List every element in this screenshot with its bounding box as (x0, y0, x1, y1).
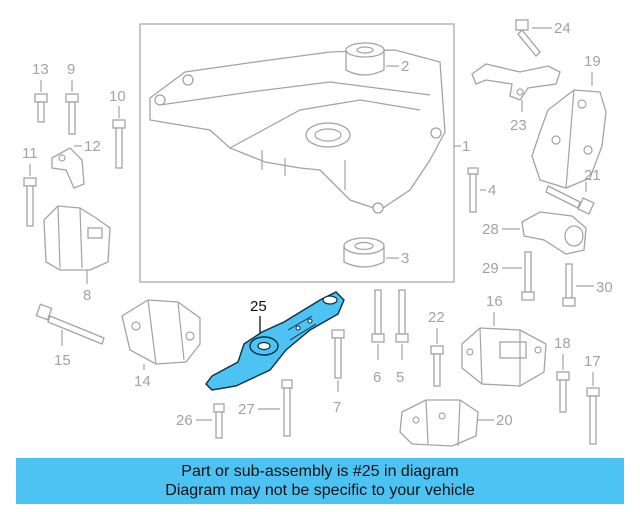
part-2-bushing[interactable] (345, 42, 385, 76)
part-1-subframe[interactable] (149, 49, 446, 214)
banner-line-1: Part or sub-assembly is #25 in diagram (181, 463, 459, 480)
callout-16: 16 (486, 293, 503, 310)
part-19-engine-bracket[interactable] (531, 89, 607, 189)
part-26-bolt[interactable] (213, 403, 225, 439)
callout-18: 18 (554, 335, 571, 352)
subframe-group-box (139, 23, 455, 283)
part-30-bolt[interactable] (562, 263, 576, 307)
part-18-bolt[interactable] (556, 371, 570, 413)
callout-25: 25 (250, 298, 267, 315)
callout-10: 10 (109, 88, 126, 105)
part-4-bolt[interactable] (467, 167, 479, 213)
part-9-bolt[interactable] (65, 93, 79, 135)
callout-13: 13 (32, 61, 49, 78)
callout-5: 5 (396, 369, 404, 386)
part-20-mount-bracket[interactable] (399, 399, 479, 447)
callout-20: 20 (496, 412, 513, 429)
callout-2: 2 (401, 58, 409, 75)
part-27-bolt[interactable] (281, 379, 293, 437)
callout-3: 3 (401, 250, 409, 267)
callout-12: 12 (84, 138, 101, 155)
callout-29: 29 (482, 260, 499, 277)
info-banner: Part or sub-assembly is #25 in diagram D… (16, 458, 624, 504)
callout-9: 9 (67, 61, 75, 78)
callout-22: 22 (428, 309, 445, 326)
part-5-bolt[interactable] (395, 289, 409, 343)
callout-21: 21 (584, 167, 601, 184)
callout-23: 23 (510, 117, 527, 134)
part-16-transmission-mount[interactable] (461, 327, 547, 387)
callout-4: 4 (488, 182, 496, 199)
part-21-bolt[interactable] (545, 185, 595, 215)
part-29-bolt[interactable] (521, 251, 535, 301)
part-23-link-arm[interactable] (471, 63, 561, 101)
callout-14: 14 (134, 373, 151, 390)
part-11-bolt[interactable] (23, 177, 37, 227)
part-15-long-bolt[interactable] (35, 303, 105, 345)
part-6-bolt[interactable] (371, 289, 385, 343)
part-22-bolt[interactable] (430, 345, 444, 387)
part-25-torque-rod[interactable] (205, 291, 345, 391)
part-17-bolt[interactable] (586, 387, 600, 445)
callout-11: 11 (22, 145, 38, 162)
callout-30: 30 (596, 279, 613, 296)
part-8-engine-mount[interactable] (43, 205, 111, 271)
callout-6: 6 (373, 369, 381, 386)
callout-17: 17 (584, 353, 601, 370)
callout-8: 8 (83, 287, 91, 304)
callout-7: 7 (333, 399, 341, 416)
part-13-bolt[interactable] (34, 93, 48, 123)
part-3-bushing[interactable] (343, 237, 385, 268)
callout-28: 28 (482, 221, 499, 238)
callout-24: 24 (554, 20, 571, 37)
callout-27: 27 (238, 401, 255, 418)
callout-19: 19 (584, 53, 601, 70)
part-7-bolt[interactable] (331, 329, 345, 379)
callout-26: 26 (176, 412, 193, 429)
banner-line-2: Diagram may not be specific to your vehi… (165, 482, 475, 499)
part-28-bracket[interactable] (521, 211, 587, 255)
part-10-bolt[interactable] (112, 119, 126, 169)
part-14-mount-bracket[interactable] (121, 299, 201, 365)
callout-1: 1 (462, 138, 470, 155)
part-24-bolt[interactable] (515, 19, 541, 57)
part-12-bracket[interactable] (51, 147, 85, 189)
callout-15: 15 (54, 352, 71, 369)
